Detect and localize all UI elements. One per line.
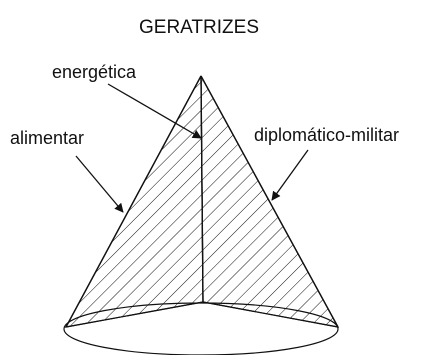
base-radius-right xyxy=(202,301,339,328)
cone-base-ellipse xyxy=(63,302,339,355)
arrow-diplomatico-militar xyxy=(271,149,309,201)
generatrix-center xyxy=(200,75,204,303)
generatrix-right xyxy=(200,75,339,328)
label-alimentar: alimentar xyxy=(10,128,84,148)
label-energetica: energética xyxy=(52,62,137,82)
base-radius-left xyxy=(65,301,204,328)
generatrix-left xyxy=(65,75,202,328)
diagram-title: GERATRIZES xyxy=(139,17,259,38)
arrow-energetica xyxy=(107,83,202,139)
label-diplomatico-militar: diplomático-militar xyxy=(254,125,399,145)
arrow-alimentar xyxy=(75,155,124,213)
